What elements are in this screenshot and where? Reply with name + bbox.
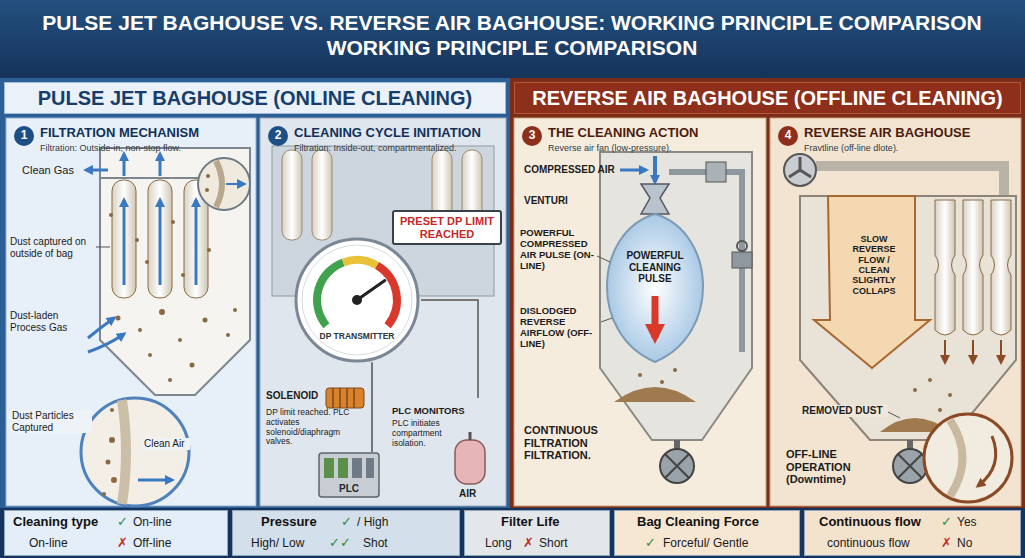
node-text: DP TRANSMITTER [293, 332, 421, 342]
node-text: High/ Low [251, 537, 304, 551]
text-label: SLOW REVERSE FLOW / CLEAN SLIGHTLY COLLA… [842, 234, 906, 296]
node-text: Filtration: Inside-out, compartmentalize… [294, 143, 500, 153]
node-text: PLC [318, 483, 380, 495]
section-header: PULSE JET BAGHOUSE (ONLINE CLEANING) [4, 82, 506, 114]
section-header: REVERSE AIR BAGHOUSE (OFFLINE CLEANING) [514, 82, 1021, 114]
node-text: ✗ [941, 536, 952, 551]
node-text: ✗ [117, 536, 128, 551]
reverse-air-compartment [784, 154, 1016, 502]
text-label: POWERFUL COMPRESSED AIR PULSE (ON-LINE) [520, 228, 596, 272]
text-label: VENTURI [524, 195, 594, 207]
table-cell: Continuous flow ✓ Yes continuous flow ✗ No [804, 510, 1021, 556]
node-text: 1 [21, 129, 28, 143]
text-label: AIR [459, 488, 489, 500]
step-panel: CLEANING CYCLE INITIATION Filtration: Ins… [260, 118, 506, 506]
alert-box: PRESET DP LIMIT REACHED [392, 210, 502, 245]
node-text: PULSE JET BAGHOUSE (ONLINE CLEANING) [38, 87, 472, 110]
text-label: PLC initiates compartment isolation. [392, 419, 452, 448]
callout-number: 1 [14, 126, 34, 146]
text-label: Clean Gas [22, 164, 82, 177]
node-text: Yes [957, 516, 977, 530]
node-text: ✓ [941, 515, 952, 530]
node-text: Bag Cleaning Force [637, 515, 759, 530]
text-label: Clean Air [142, 438, 190, 450]
table-cell: Bag Cleaning Force ✓ Forceful/ Gentle [614, 510, 800, 556]
text-label: CONTINUOUS FILTRATION FILTRATION. [524, 424, 624, 462]
text-label: OFF-LINE OPERATION (Downtime) [786, 448, 876, 486]
diagram-title: PULSE JET BAGHOUSE VS. REVERSE AIR BAGHO… [17, 10, 1007, 60]
pulse-cleaning-action [597, 152, 752, 483]
text-label: SOLENOID [266, 390, 324, 402]
node-text: 2 [275, 129, 282, 143]
text-label: POWERFUL CLEANING PULSE [618, 250, 692, 285]
node-text: On-line [133, 516, 172, 530]
node-text: Short [539, 537, 568, 551]
node-text: REVERSE AIR BAGHOUSE [804, 126, 1015, 141]
table-cell: Filter LifeLong ✗ Short [464, 510, 610, 556]
node-text: Forceful/ Gentle [663, 537, 748, 551]
node-text: ✓✓ [329, 536, 351, 551]
node-text: Cleaning type [13, 515, 98, 530]
node-text: Long [485, 537, 512, 551]
node-text: Off-line [133, 537, 171, 551]
text-label: COMPRESSED AIR [524, 164, 619, 176]
text-label: Dust Particles Captured [10, 410, 92, 433]
node-text: ✗ [523, 536, 534, 551]
node-text: Shot [363, 537, 388, 551]
node-text: No [957, 537, 972, 551]
text-label: PLC MONITORS [392, 406, 492, 417]
plc-unit: PLC [318, 452, 380, 498]
node-text: 4 [785, 129, 792, 143]
node-text: Filtration: Outside-in, non-stop flow. [40, 143, 250, 153]
node-text: 3 [529, 129, 536, 143]
node-text: REVERSE AIR BAGHOUSE (OFFLINE CLEANING) [532, 87, 1002, 110]
node-text: Filter Life [501, 515, 560, 530]
node-text: THE CLEANING ACTION [548, 126, 760, 141]
node-text: Reverse air fan (low-pressure). [548, 143, 760, 153]
node-text: Pressure [261, 515, 317, 530]
pulse-jet-housing [81, 148, 250, 506]
node-text: PRESET DP LIMIT REACHED [399, 215, 495, 240]
node-text: ✓ [341, 515, 352, 530]
table-cell: Cleaning type✓On-lineOn-line✗Off-line [4, 510, 228, 556]
node-text: FILTRATION MECHANISM [40, 126, 250, 141]
node-text: continuous flow [827, 537, 910, 551]
node-text: ✓ [117, 515, 128, 530]
text-label: REMOVED DUST [800, 405, 888, 417]
node-text: Continuous flow [819, 515, 921, 530]
node-text: CLEANING CYCLE INITIATION [294, 126, 500, 141]
signal-wire [371, 362, 373, 452]
pressure-gauge-shape [293, 236, 421, 364]
text-label: DISLODGED REVERSE AIRFLOW (OFF-LINE) [520, 306, 600, 350]
text-label: DP limit reached. PLC activates solenoid… [266, 408, 356, 447]
text-label: Dust-laden Process Gas [10, 310, 84, 333]
callout-number: 3 [522, 126, 542, 146]
pressure-gauge: DP TRANSMITTER [293, 236, 421, 364]
table-cell: Pressure ✓ / HighHigh/ Low ✓✓ Shot [232, 510, 460, 556]
node-text: / High [357, 516, 388, 530]
node-text: Fravtline (off-line dlote). [804, 143, 1015, 153]
node-text: ✓ [645, 536, 656, 551]
node-text: On-line [29, 537, 68, 551]
step-panel: REVERSE AIR BAGHOUSE Fravtline (off-line … [770, 118, 1021, 506]
callout-number: 4 [778, 126, 798, 146]
text-label: Dust captured on outside of bag [10, 236, 94, 259]
callout-number: 2 [268, 126, 288, 146]
